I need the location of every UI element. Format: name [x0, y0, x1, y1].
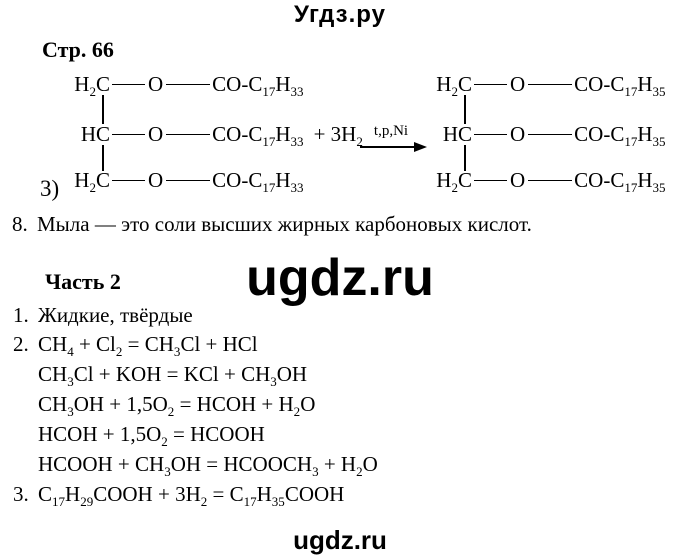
bond-line: [112, 133, 145, 135]
reaction-arrow: [360, 146, 416, 148]
bond-line: [166, 133, 211, 135]
equation-line: HCOH + 1,5O2 = HCOOH: [38, 421, 265, 450]
bond-line: [166, 83, 211, 85]
bond-line: [112, 83, 145, 85]
bond-line: [528, 133, 573, 135]
bond-line: [166, 179, 211, 181]
item-number: 1.: [13, 303, 29, 327]
chemical-equation: HCOOH + CH3OH = HCOOCH3 + H2O: [38, 452, 378, 480]
oxygen-atom: O: [510, 168, 526, 192]
right-molecule-row-1: H2C O CO-C17H35: [424, 72, 666, 100]
right-molecule-row-2: HC O CO-C17H35: [424, 122, 666, 150]
oxygen-atom: O: [148, 72, 164, 96]
carbon-group: H2C: [436, 168, 472, 196]
site-header: Угдз.ру: [294, 1, 386, 28]
oxygen-atom: O: [148, 122, 164, 146]
bond-line: [474, 83, 507, 85]
ester-group: CO-C17H35: [574, 122, 666, 150]
chemical-equation: CH3Cl + KOH = KCl + CH3OH: [38, 362, 308, 390]
carbon-group: H2C: [74, 72, 110, 100]
bond-line: [474, 179, 507, 181]
item-number: 3.: [13, 482, 29, 506]
item-number: 2.: [13, 332, 29, 356]
chemical-equation: C17H29COOH + 3H2 = C17H35COOH: [38, 482, 345, 510]
answer-item-1: 1. Жидкие, твёрдые: [13, 302, 193, 328]
left-molecule-row-3: H2C O CO-C17H33: [62, 168, 304, 196]
diagram-item-number: 3): [40, 176, 60, 201]
reaction-conditions-label: t,p,Ni: [373, 123, 409, 139]
ester-group: CO-C17H35: [574, 168, 666, 196]
vertical-bond: [102, 145, 104, 171]
answer-item-3: 3. C17H29COOH + 3H2 = C17H35COOH: [13, 481, 345, 510]
watermark-center: ugdz.ru: [246, 249, 434, 307]
bond-line: [528, 179, 573, 181]
ester-group: CO-C17H33: [212, 168, 304, 196]
left-molecule-row-1: H2C O CO-C17H33: [62, 72, 304, 100]
equation-line: HCOOH + CH3OH = HCOOCH3 + H2O: [38, 451, 378, 480]
chemical-equation: HCOH + 1,5O2 = HCOOH: [38, 422, 265, 450]
carbon-group: HC: [80, 122, 110, 146]
carbon-group: HC: [442, 122, 472, 146]
vertical-bond: [464, 95, 466, 124]
vertical-bond: [464, 145, 466, 171]
equation-line: CH3OH + 1,5O2 = HCOH + H2O: [38, 391, 316, 420]
watermark-bottom: ugdz.ru: [293, 525, 387, 555]
bond-line: [112, 179, 145, 181]
bond-line: [474, 133, 507, 135]
equation-line: CH3Cl + KOH = KCl + CH3OH: [38, 361, 308, 390]
right-molecule-row-3: H2C O CO-C17H35: [424, 168, 666, 196]
left-molecule-row-2: HC O CO-C17H33 + 3H2: [62, 122, 363, 150]
reaction-arrow-head: [414, 142, 427, 152]
page-heading: Стр. 66: [42, 37, 114, 62]
oxygen-atom: O: [510, 122, 526, 146]
reagent-hydrogen: + 3H2: [313, 122, 363, 150]
answer-item-8: 8. Мыла — это соли высших жирных карбоно…: [12, 211, 532, 237]
ester-group: CO-C17H33: [212, 72, 304, 100]
chemical-equation: CH3OH + 1,5O2 = HCOH + H2O: [38, 392, 316, 420]
carbon-group: H2C: [436, 72, 472, 100]
ester-group: CO-C17H35: [574, 72, 666, 100]
carbon-group: H2C: [74, 168, 110, 196]
answer-item-2: 2. CH4 + Cl2 = CH3Cl + HCl: [13, 331, 258, 360]
item-text: Жидкие, твёрдые: [38, 303, 193, 327]
ester-group: CO-C17H33: [212, 122, 304, 150]
item-text: Мыла — это соли высших жирных карбоновых…: [37, 212, 532, 236]
oxygen-atom: O: [510, 72, 526, 96]
vertical-bond: [102, 95, 104, 124]
oxygen-atom: O: [148, 168, 164, 192]
chemical-equation: CH4 + Cl2 = CH3Cl + HCl: [38, 332, 258, 360]
part2-heading: Часть 2: [45, 269, 121, 294]
item-number: 8.: [12, 212, 28, 236]
bond-line: [528, 83, 573, 85]
